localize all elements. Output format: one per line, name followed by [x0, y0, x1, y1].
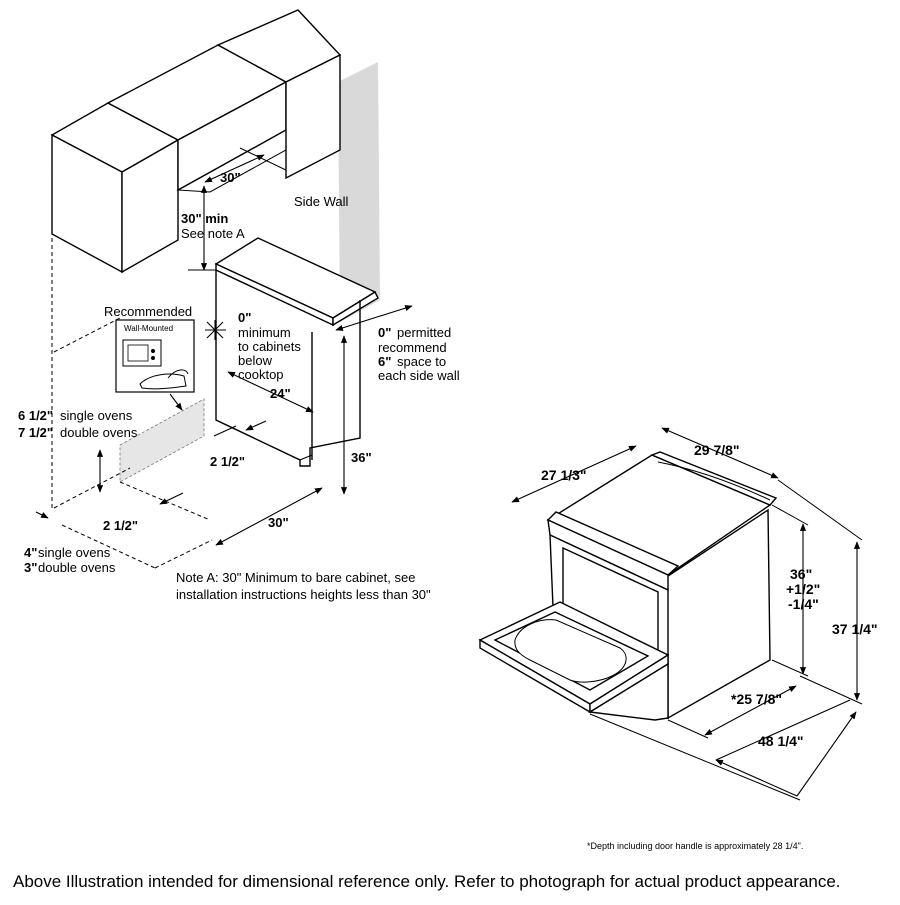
four-value: 4" [24, 545, 37, 560]
oven-width-label: 29 7/8" [694, 442, 740, 458]
seven-half-text: double ovens [60, 425, 138, 440]
three-text: double ovens [38, 560, 116, 575]
four-text: single ovens [38, 545, 111, 560]
oven-diagram: 29 7/8" 27 1/3" 36" +1/2" -1/4" 37 1/4" … [478, 427, 878, 801]
oven-height-36-label: 36" [790, 566, 812, 582]
cabinet-installation-diagram: 30" 30" min See note A Side Wall 0" mini… [18, 9, 460, 575]
oven-depth-open-label: 48 1/4" [758, 733, 804, 749]
zero-min-value: 0" [238, 310, 251, 325]
side-wall-label: Side Wall [294, 194, 349, 209]
zero-permitted-text: permitted [397, 325, 451, 340]
recommended-label: Recommended [104, 304, 192, 319]
zero-min-line-2: to cabinets [238, 339, 301, 354]
dim-36-label: 36" [351, 450, 372, 465]
zero-min-line-1: minimum [238, 325, 291, 340]
oven-tol-plus-label: +1/2" [786, 581, 820, 597]
note-a-line-1: Note A: 30" Minimum to bare cabinet, see [176, 570, 415, 585]
dim-2half-b-label: 2 1/2" [103, 518, 138, 533]
see-note-a-label: See note A [181, 226, 245, 241]
six-half-text: single ovens [60, 408, 133, 423]
base-cabinet [214, 237, 379, 467]
each-side-wall-text: each side wall [378, 368, 460, 383]
upper-cabinet-right [216, 9, 342, 180]
disclaimer-text: Above Illustration intended for dimensio… [13, 872, 841, 891]
dim-2half-a-label: 2 1/2" [210, 454, 245, 469]
six-half-value: 6 1/2" [18, 408, 53, 423]
oven-depth-top-label: 27 1/3" [541, 467, 587, 483]
oven-height-total-label: 37 1/4" [832, 621, 878, 637]
seven-half-value: 7 1/2" [18, 425, 53, 440]
zero-min-line-3: below [238, 353, 273, 368]
note-a-line-2: installation instructions heights less t… [176, 587, 431, 602]
six-text: space to [397, 354, 446, 369]
wall-mounted-inset: Wall-Mounted [115, 319, 195, 393]
six-value: 6" [378, 354, 391, 369]
oven-depth-body-label: *25 7/8" [731, 691, 782, 707]
upper-cabinet-left [50, 102, 180, 274]
recommend-text: recommend [378, 340, 447, 355]
anti-tip-zone [119, 398, 205, 483]
side-wall-panel [338, 62, 380, 322]
footnote-text: *Depth including door handle is approxim… [587, 841, 803, 851]
zero-permitted-value: 0" [378, 325, 391, 340]
zero-minimum-marker [205, 320, 226, 340]
oven-tol-minus-label: -1/4" [788, 596, 819, 612]
wall-mounted-label: Wall-Mounted [124, 324, 173, 333]
dim-30-top-label: 30" [220, 170, 241, 185]
three-value: 3" [24, 560, 37, 575]
min-30-label: 30" min [181, 211, 228, 226]
dim-30-bottom-label: 30" [268, 515, 289, 530]
dim-24-label: 24" [270, 386, 291, 401]
